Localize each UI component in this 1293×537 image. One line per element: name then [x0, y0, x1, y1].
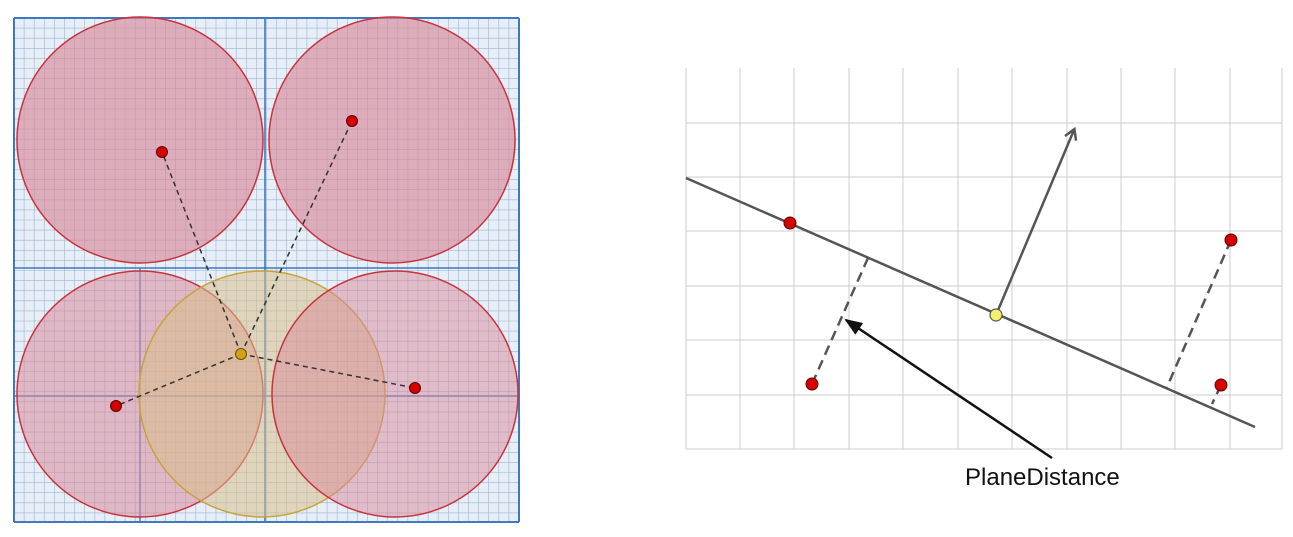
distance-dash-left	[810, 257, 870, 385]
yellow-plane-point	[989, 308, 1003, 322]
left-grid-panel	[13, 16, 520, 523]
dashed-connectors	[115, 120, 416, 407]
connector-bottom-right	[240, 353, 416, 389]
yellow-center-point	[235, 348, 247, 360]
distance-dash-right-upper	[1165, 239, 1233, 388]
distance-dashes	[810, 239, 1233, 405]
red-point-below-left	[805, 377, 819, 391]
red-point-lower-right	[1214, 378, 1228, 392]
red-point-upper-right	[1224, 233, 1238, 247]
bottom-right-red-circle	[271, 270, 519, 518]
annotation-arrow	[844, 318, 1053, 460]
plane-distance-label: PlaneDistance	[965, 464, 1120, 491]
top-right-red-circle	[268, 16, 516, 264]
plane-line	[685, 176, 1256, 429]
red-point-top-right	[346, 115, 358, 127]
connector-top-right	[240, 120, 353, 355]
red-point-top-left	[156, 146, 168, 158]
connector-bottom-left	[115, 353, 242, 407]
red-point-bottom-left	[110, 400, 122, 412]
right-plane-panel: PlaneDistance	[685, 68, 1283, 491]
top-left-red-circle	[16, 16, 264, 264]
red-point-bottom-right	[409, 382, 421, 394]
connector-top-left	[161, 151, 242, 355]
red-point-on-plane	[783, 216, 797, 230]
right-grid	[685, 68, 1283, 450]
normal-arrow	[994, 130, 1074, 316]
